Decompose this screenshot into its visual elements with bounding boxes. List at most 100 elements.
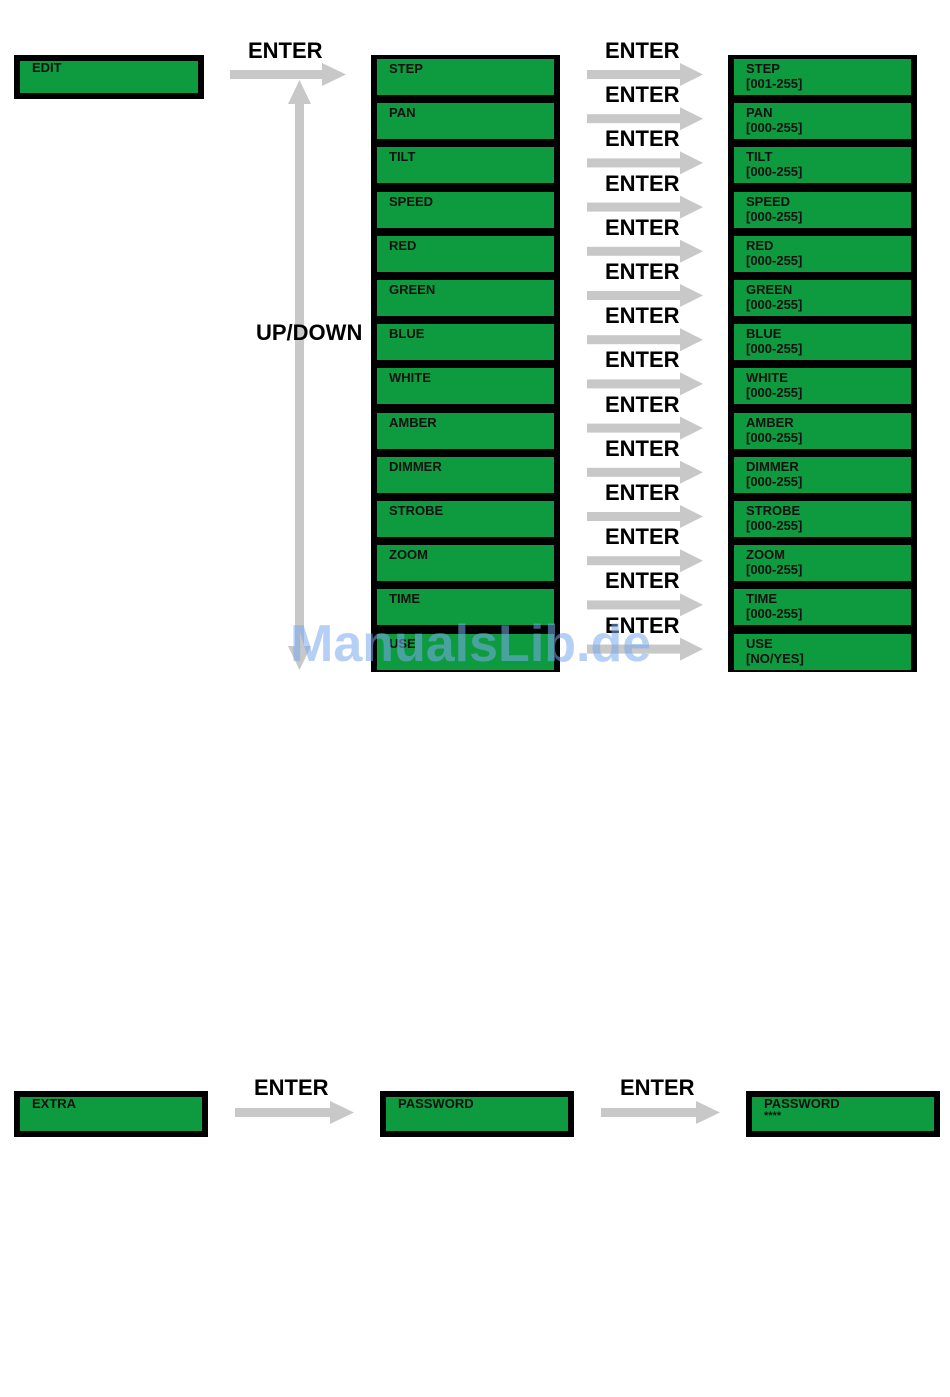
edit-display: EDIT	[14, 55, 204, 99]
menu-item: STEP	[377, 59, 554, 95]
value-enter-label: ENTER	[605, 170, 680, 196]
value-item-name: DIMMER	[746, 458, 799, 474]
menu-item-label: ZOOM	[389, 547, 428, 563]
menu-item: PAN	[377, 103, 554, 140]
menu-item: TILT	[377, 147, 554, 184]
updown-arrow	[288, 80, 311, 670]
extra-enter-arrow-2	[601, 1101, 720, 1124]
value-item-name: SPEED	[746, 193, 791, 209]
menu-item: RED	[377, 235, 554, 272]
menu-item: STROBE	[377, 501, 554, 537]
value-enter-arrow-head	[680, 107, 703, 131]
value-enter-arrow-shaft	[587, 202, 682, 212]
menu-item-label: STEP	[389, 61, 423, 76]
value-item-range: [NO/YES]	[746, 650, 804, 666]
extra-enter-label-2: ENTER	[620, 1075, 695, 1100]
value-enter-arrow-head	[680, 593, 703, 617]
password-entry-display: PASSWORD ****	[746, 1091, 940, 1137]
value-enter-label: ENTER	[605, 480, 680, 505]
value-item: RED[000-255]	[734, 235, 911, 272]
value-enter-label: ENTER	[605, 435, 680, 461]
value-item-name: WHITE	[746, 370, 788, 386]
value-enter-arrow-shaft	[587, 644, 682, 654]
edit-menu-list: STEP PAN TILT SPEED RED GREEN BLUE WHITE AMBER DI…	[371, 55, 560, 672]
value-item-range: [000-255]	[746, 297, 803, 312]
value-item: PAN[000-255]	[734, 103, 911, 140]
value-enter-arrow-head	[680, 549, 703, 573]
menu-item-label: USE	[389, 635, 416, 651]
value-enter-arrow-shaft	[587, 379, 682, 389]
value-item-name: AMBER	[746, 414, 794, 430]
value-item: WHITE[000-255]	[734, 368, 911, 405]
value-enter-label: ENTER	[605, 612, 680, 638]
value-enter-arrow-shaft	[587, 70, 682, 79]
menu-item: AMBER	[377, 412, 554, 449]
password-entry-title: PASSWORD	[764, 1096, 840, 1111]
value-item-range: [000-255]	[746, 208, 803, 224]
menu-item: SPEED	[377, 191, 554, 228]
edit-enter-label: ENTER	[248, 38, 323, 63]
value-item-range: [000-255]	[746, 429, 803, 445]
value-item-name: PAN	[746, 105, 773, 121]
value-enter-label: ENTER	[605, 568, 680, 594]
menu-item-label: TILT	[389, 149, 416, 165]
value-enter-arrow-head	[680, 460, 703, 484]
value-item: BLUE[000-255]	[734, 324, 911, 361]
menu-item-label: AMBER	[389, 414, 437, 430]
password-display: PASSWORD	[380, 1091, 574, 1137]
extra-enter-label-1: ENTER	[254, 1075, 329, 1100]
updown-label: UP/DOWN	[256, 320, 363, 345]
value-item-name: RED	[746, 237, 774, 253]
value-item: ZOOM[000-255]	[734, 545, 911, 582]
value-item: SPEED[000-255]	[734, 191, 911, 228]
extra-enter-arrow-1	[235, 1101, 354, 1124]
value-enter-arrow-shaft	[587, 556, 682, 566]
value-enter-label: ENTER	[605, 126, 680, 152]
value-enter-arrow-head	[680, 63, 703, 86]
value-item-range: [000-255]	[746, 120, 803, 136]
value-item: GREEN[000-255]	[734, 280, 911, 316]
value-enter-arrow-shaft	[587, 335, 682, 345]
value-enter-arrow-shaft	[587, 114, 682, 124]
value-item-name: TILT	[746, 149, 773, 165]
value-enter-arrow-shaft	[587, 291, 682, 300]
menu-item-label: STROBE	[389, 503, 444, 518]
value-item-range: [000-255]	[746, 473, 803, 489]
value-enter-arrow-shaft	[587, 423, 682, 433]
value-item: TILT[000-255]	[734, 147, 911, 184]
value-item: STEP[001-255]	[734, 59, 911, 95]
menu-item: ZOOM	[377, 545, 554, 582]
value-enter-arrow-head	[680, 637, 703, 661]
value-item-name: TIME	[746, 591, 778, 607]
value-enter-arrow-shaft	[587, 600, 682, 610]
value-item-range: [000-255]	[746, 606, 803, 622]
menu-item-label: DIMMER	[389, 458, 442, 474]
value-item: STROBE[000-255]	[734, 501, 911, 537]
value-enter-arrows	[587, 63, 703, 661]
menu-item-label: TIME	[389, 591, 421, 607]
value-enter-label: ENTER	[605, 259, 680, 284]
password-label: PASSWORD	[398, 1096, 474, 1111]
value-enter-label: ENTER	[605, 347, 680, 373]
value-enter-arrow-shaft	[587, 512, 682, 521]
password-entry-value: ****	[764, 1110, 782, 1122]
value-item-name: ZOOM	[746, 547, 785, 563]
menu-item: WHITE	[377, 368, 554, 405]
extra-label: EXTRA	[32, 1096, 77, 1111]
menu-item-label: BLUE	[389, 326, 425, 342]
value-item: TIME[000-255]	[734, 589, 911, 626]
value-item: AMBER[000-255]	[734, 412, 911, 449]
menu-item-label: GREEN	[389, 282, 436, 297]
value-item: USE[NO/YES]	[734, 633, 911, 670]
menu-item: DIMMER	[377, 456, 554, 493]
value-enter-arrow-head	[680, 416, 703, 440]
value-enter-arrow-shaft	[587, 246, 682, 256]
value-enter-label: ENTER	[605, 214, 680, 240]
edit-value-list: STEP[001-255]PAN[000-255]TILT[000-255]SP…	[728, 55, 917, 672]
value-item-range: [000-255]	[746, 341, 803, 357]
value-item: DIMMER[000-255]	[734, 456, 911, 493]
menu-item-label: RED	[389, 237, 417, 253]
value-enter-arrow-shaft	[587, 467, 682, 477]
